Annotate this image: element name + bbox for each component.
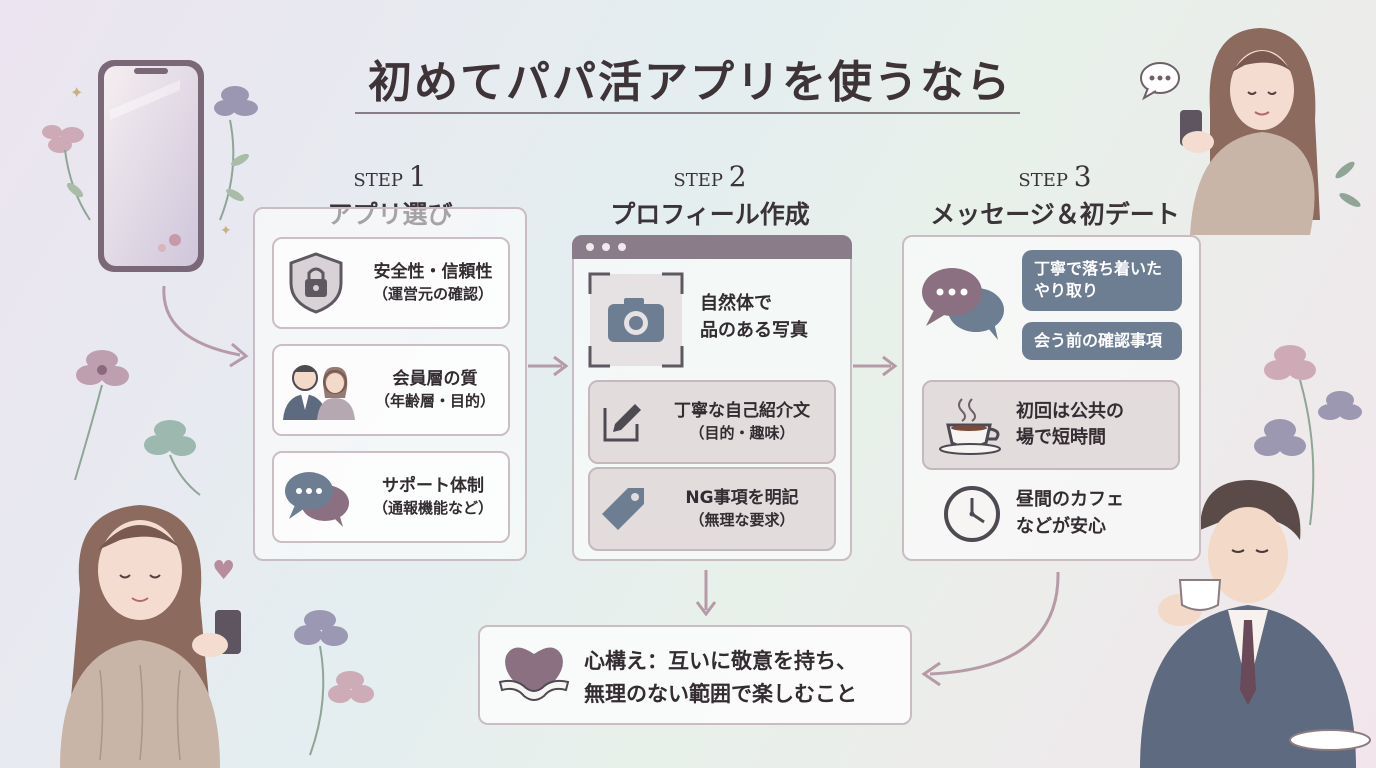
step2-label: STEP 2 プロフィール作成 xyxy=(580,160,840,231)
clock-icon xyxy=(942,484,1002,544)
step2-photo-line2: 品のある写真 xyxy=(700,320,808,341)
chat-bubbles-icon xyxy=(274,465,360,529)
step1-number: 1 xyxy=(408,160,427,193)
bubble-polite-exchange: 丁寧で落ち着いた やり取り xyxy=(1022,250,1182,311)
bubble-polite-line1: 丁寧で落ち着いた xyxy=(1034,259,1163,278)
step1-card-support: サポート体制 （通報機能など） xyxy=(272,451,510,543)
phone-illustration: ✦ ✦ xyxy=(30,50,290,310)
title-underline xyxy=(355,112,1020,114)
svg-text:✦: ✦ xyxy=(70,83,83,102)
mindset-text: 心構え：互いに敬意を持ち、 無理のない範囲で楽しむこと xyxy=(584,645,857,710)
step2-card-intro-sub: （目的・趣味） xyxy=(689,424,795,443)
step1-card-safety-sub: （運営元の確認） xyxy=(372,285,493,304)
heart-hands-icon xyxy=(496,638,572,708)
speech-bubble-icon xyxy=(1138,60,1184,100)
step3-prefix: STEP xyxy=(1018,170,1069,191)
heart-icon: ♥ xyxy=(212,556,236,586)
couple-icon xyxy=(274,358,364,422)
bubble-confirm-before-meeting: 会う前の確認事項 xyxy=(1022,322,1182,361)
step2-card-ng-sub: （無理な要求） xyxy=(689,511,795,530)
flower-decoration-right xyxy=(1240,330,1376,530)
step2-prefix: STEP xyxy=(673,170,724,191)
step1-card-members-title: 会員層の質 xyxy=(392,368,478,389)
browser-titlebar xyxy=(572,235,852,259)
bubble-polite-line2: やり取り xyxy=(1034,281,1099,301)
page-title: 初めてパパ活アプリを使うなら xyxy=(368,57,1012,108)
coffee-cup-icon xyxy=(924,395,1016,455)
woman-with-phone-illustration xyxy=(10,480,260,768)
step3-title: メッセージ＆初デート xyxy=(930,200,1180,229)
message-bubbles-icon xyxy=(918,262,1008,342)
step1-to-step2-arrow xyxy=(526,354,570,378)
step1-card-members-sub: （年齢層・目的） xyxy=(374,392,495,411)
pencil-icon xyxy=(590,398,656,446)
window-dot xyxy=(586,243,594,251)
step2-number: 2 xyxy=(728,160,747,193)
window-dot xyxy=(618,243,626,251)
step3-label: STEP 3 メッセージ＆初デート xyxy=(905,160,1205,231)
step2-card-ng-title: NG事項を明記 xyxy=(685,487,799,508)
step3-number: 3 xyxy=(1073,160,1092,193)
step2-photo-line1: 自然体で xyxy=(700,293,772,314)
step3-card-public-place: 初回は公共の 場で短時間 xyxy=(922,380,1180,470)
mindset-line2: 無理のない範囲で楽しむこと xyxy=(584,681,857,706)
step3-card-public-line2: 場で短時間 xyxy=(1016,427,1106,448)
step3-to-mindset-arrow xyxy=(910,568,1070,688)
step2-to-mindset-arrow xyxy=(694,568,718,618)
step2-card-ng: NG事項を明記 （無理な要求） xyxy=(588,467,836,551)
step2-card-intro-title: 丁寧な自己紹介文 xyxy=(674,400,810,421)
step1-card-support-title: サポート体制 xyxy=(382,475,484,496)
window-dot xyxy=(602,243,610,251)
tag-icon xyxy=(590,484,656,534)
phone-to-step1-arrow xyxy=(150,280,260,380)
step2-photo-text: 自然体で 品のある写真 xyxy=(700,290,808,344)
step1-card-safety-title: 安全性・信頼性 xyxy=(373,261,493,282)
step1-prefix: STEP xyxy=(353,170,404,191)
flower-decoration-left xyxy=(60,330,220,500)
svg-text:✦: ✦ xyxy=(220,223,232,239)
step3-daytime-text: 昼間のカフェ などが安心 xyxy=(1016,486,1124,540)
step2-title: プロフィール作成 xyxy=(610,200,810,229)
man-drinking-coffee-illustration xyxy=(1120,470,1376,768)
step1-card-safety: 安全性・信頼性 （運営元の確認） xyxy=(272,237,510,329)
flower-decoration-bottom xyxy=(280,590,410,760)
mindset-line1: 心構え：互いに敬意を持ち、 xyxy=(584,649,857,673)
shield-lock-icon xyxy=(274,251,358,315)
step3-card-public-line1: 初回は公共の xyxy=(1016,400,1124,422)
woman-texting-illustration xyxy=(1140,20,1376,235)
camera-icon xyxy=(588,272,684,368)
step2-to-step3-arrow xyxy=(851,354,899,378)
step1-card-support-sub: （通報機能など） xyxy=(372,499,493,518)
step3-daytime-line1: 昼間のカフェ xyxy=(1016,489,1124,510)
step2-card-intro: 丁寧な自己紹介文 （目的・趣味） xyxy=(588,380,836,464)
step1-card-members: 会員層の質 （年齢層・目的） xyxy=(272,344,510,436)
step3-daytime-line2: などが安心 xyxy=(1016,516,1106,537)
